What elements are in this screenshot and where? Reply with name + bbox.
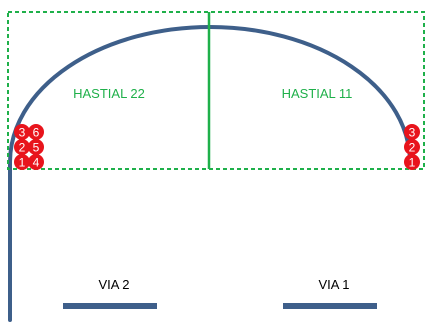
marker-right-middle-number: 2 [409, 141, 416, 155]
marker-left-outer-middle: 2 [14, 139, 30, 155]
hastial-22-label: HASTIAL 22 [73, 86, 145, 101]
tunnel-outline [8, 25, 412, 322]
via-1-label: VIA 1 [318, 277, 349, 292]
marker-left-inner-bottom: 4 [28, 154, 44, 170]
hastial-11-label: HASTIAL 11 [282, 86, 353, 101]
marker-left-inner-top-number: 6 [33, 126, 40, 140]
marker-left-outer-middle-number: 2 [19, 141, 26, 155]
marker-right-top-number: 3 [409, 126, 416, 140]
via-1-track-bar [283, 303, 377, 309]
marker-left-inner-middle-number: 5 [33, 141, 40, 155]
marker-right-bottom-number: 1 [409, 156, 416, 170]
marker-left-inner-middle: 5 [28, 139, 44, 155]
marker-right-bottom: 1 [404, 154, 420, 170]
marker-left-outer-top: 3 [14, 124, 30, 140]
marker-left-outer-bottom: 1 [14, 154, 30, 170]
marker-left-outer-bottom-number: 1 [19, 156, 26, 170]
marker-left-outer-top-number: 3 [19, 126, 26, 140]
marker-left-inner-bottom-number: 4 [33, 156, 40, 170]
marker-right-top: 3 [404, 124, 420, 140]
via-2-label: VIA 2 [98, 277, 129, 292]
via-2-track-bar [63, 303, 157, 309]
marker-right-middle: 2 [404, 139, 420, 155]
marker-left-inner-top: 6 [28, 124, 44, 140]
dashed-frame [7, 11, 425, 170]
